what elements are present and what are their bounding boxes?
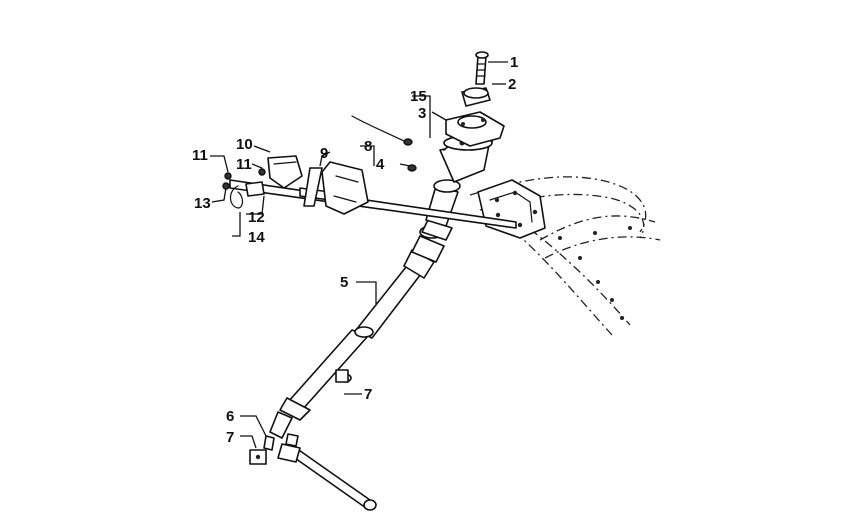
callout-15: 15 bbox=[410, 88, 427, 105]
callout-11-right: 11 bbox=[236, 156, 252, 173]
steering-shaft-upper bbox=[354, 249, 435, 339]
callout-9: 9 bbox=[320, 145, 328, 162]
callout-6: 6 bbox=[226, 408, 234, 425]
small-bolts bbox=[222, 168, 266, 190]
callout-13: 13 bbox=[194, 195, 211, 212]
callout-1: 1 bbox=[510, 54, 518, 71]
steering-shaft-lower bbox=[269, 329, 369, 439]
chassis-frame bbox=[469, 176, 661, 336]
callout-7-upper: 7 bbox=[364, 386, 372, 403]
callout-2: 2 bbox=[508, 76, 516, 93]
callout-12: 12 bbox=[248, 209, 265, 226]
callout-3: 3 bbox=[418, 105, 426, 122]
tie-rod bbox=[229, 179, 517, 229]
callout-11-left: 11 bbox=[192, 147, 208, 164]
lower-link-rod bbox=[277, 433, 377, 511]
bolt bbox=[475, 51, 489, 85]
callout-10: 10 bbox=[236, 136, 253, 153]
hook bbox=[229, 185, 244, 209]
handlebar-clamp bbox=[461, 87, 491, 107]
callout-labels: 1 2 3 4 5 6 7 7 8 9 10 11 11 12 13 14 15 bbox=[192, 54, 518, 446]
handlebar-cap bbox=[445, 111, 505, 147]
callout-4: 4 bbox=[376, 156, 385, 173]
lower-nut bbox=[249, 449, 267, 465]
nut bbox=[407, 164, 417, 172]
cable bbox=[351, 115, 413, 146]
clip bbox=[245, 181, 265, 197]
leader-lines bbox=[210, 61, 508, 449]
mount-block bbox=[321, 161, 369, 215]
callout-14: 14 bbox=[248, 229, 265, 246]
callout-7-lower: 7 bbox=[226, 429, 234, 446]
mount-plate bbox=[303, 167, 323, 207]
callout-8: 8 bbox=[364, 138, 372, 155]
lower-bolt bbox=[263, 435, 275, 451]
callout-5: 5 bbox=[340, 274, 348, 291]
side-bracket bbox=[267, 155, 303, 189]
universal-joint bbox=[411, 219, 453, 263]
upper-nut bbox=[335, 369, 349, 383]
frame-bracket bbox=[477, 179, 546, 239]
